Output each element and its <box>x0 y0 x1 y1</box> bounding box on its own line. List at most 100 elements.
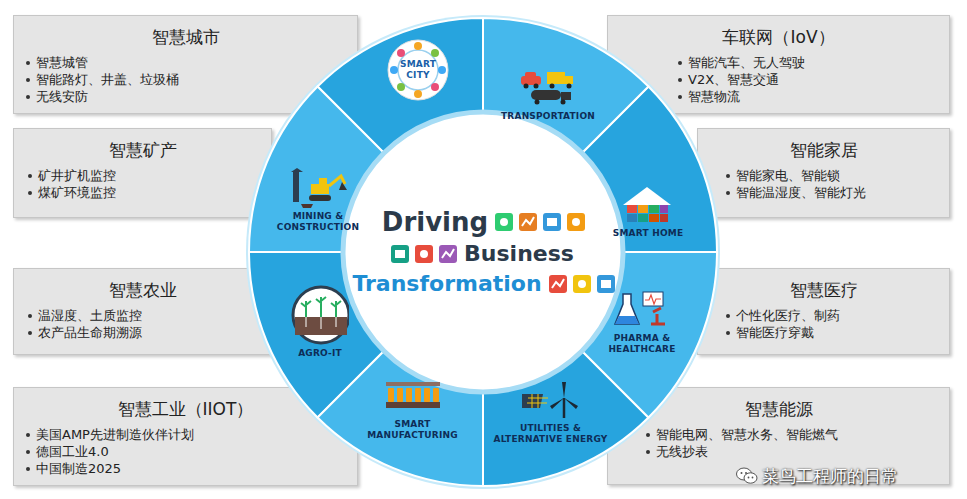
bullet-dot <box>28 191 32 195</box>
bullet-item: 智能路灯、井盖、垃圾桶 <box>24 71 357 88</box>
pharma-icon-svg <box>613 290 671 330</box>
bullet-dot <box>678 95 682 99</box>
bullet-dot <box>28 314 32 318</box>
segment-text: AGRO-IT <box>275 348 365 359</box>
bullet-item: 农产品生命期溯源 <box>26 324 271 341</box>
center-node: DrivingBusinessTransformation <box>353 203 613 301</box>
callout-box: 智慧医疗个性化医疗、制药智能医疗穿戴 <box>697 268 950 355</box>
manuf-icon <box>384 376 442 416</box>
box-heading: 智慧工业（IIOT） <box>14 388 357 420</box>
ring-segment-label: SMART HOME <box>593 185 703 239</box>
manuf-icon-svg <box>384 376 442 416</box>
box-content: 智能家居智能家电、智能锁智能温湿度、智能灯光 <box>698 129 949 201</box>
segment-text: SMART CITY <box>386 38 450 81</box>
bullet-item: 矿井扩机监控 <box>26 167 271 184</box>
bullet-item: 智慧物流 <box>676 88 949 105</box>
box-heading: 智慧医疗 <box>698 269 949 301</box>
center-icon <box>572 274 592 294</box>
transport-icon-svg <box>519 68 577 108</box>
bullet-item: 无线抄表 <box>644 443 949 460</box>
center-icon <box>438 244 458 264</box>
home-icon <box>619 185 677 225</box>
center-icon-svg <box>438 244 458 264</box>
bullet-dot <box>678 61 682 65</box>
bullet-dot <box>726 314 730 318</box>
center-icon-svg <box>542 212 562 232</box>
bullet-dot <box>28 331 32 335</box>
box-content: 车联网（IoV） 智能汽车、无人驾驶V2X、智慧交通智慧物流 <box>608 16 949 105</box>
bullet-item: 德国工业4.0 <box>24 443 357 460</box>
bullet-item: 智能家电、智能锁 <box>724 167 949 184</box>
utility-icon <box>522 380 580 420</box>
bullet-dot <box>26 78 30 82</box>
center-row: Business <box>353 241 613 267</box>
mining-icon-svg <box>289 168 347 208</box>
callout-box: 智慧工业（IIOT） 美国AMP先进制造伙伴计划德国工业4.0中国制造2025 <box>13 387 358 486</box>
ring-segment-label: UTILITIES & ALTERNATIVE ENERGY <box>488 380 613 445</box>
box-content: 智慧矿产矿井扩机监控煤矿环境监控 <box>14 129 271 201</box>
watermark: 菜鸟工程师的日常 <box>762 466 898 486</box>
bullet-item: V2X、智慧交通 <box>676 71 949 88</box>
bullet-dot <box>726 191 730 195</box>
center-word: Driving <box>382 207 488 237</box>
box-content: 智慧城市智慧城管智能路灯、井盖、垃圾桶无线安防 <box>14 16 357 105</box>
segment-text: PHARMA & HEALTHCARE <box>597 333 687 355</box>
box-content: 智慧医疗个性化医疗、制药智能医疗穿戴 <box>698 269 949 341</box>
center-icon-svg <box>414 244 434 264</box>
center-word: Transformation <box>352 271 541 297</box>
bullet-item: 智能温湿度、智能灯光 <box>724 184 949 201</box>
bullet-item: 智能电网、智慧水务、智能燃气 <box>644 426 949 443</box>
segment-text: SMART MANUFACTURING <box>365 419 460 441</box>
pharma-icon <box>613 290 671 330</box>
ring-segment-label: MINING & CONSTRUCTION <box>268 168 368 233</box>
bullet-dot <box>726 331 730 335</box>
center-icon <box>542 212 562 232</box>
bullet-item: 温湿度、土质监控 <box>26 307 271 324</box>
bullet-dot <box>646 450 650 454</box>
center-icon-svg <box>518 212 538 232</box>
center-icon <box>494 212 514 232</box>
box-heading: 智慧能源 <box>608 388 949 420</box>
bullet-item: 中国制造2025 <box>24 460 357 477</box>
bullet-dot <box>26 61 30 65</box>
ring-segment-label: PHARMA & HEALTHCARE <box>597 290 687 355</box>
transport-icon <box>519 68 577 108</box>
ring-rim <box>246 15 720 489</box>
segment-text: SMART HOME <box>593 228 703 239</box>
segment-text: TRANSPORTATION <box>488 111 608 122</box>
center-circle <box>343 112 623 392</box>
center-icon <box>518 212 538 232</box>
box-heading: 智慧矿产 <box>14 129 271 161</box>
wechat-icon-svg <box>736 467 758 485</box>
wechat-icon <box>736 467 758 489</box>
center-row: Driving <box>353 207 613 237</box>
bullet-dot <box>678 78 682 82</box>
center-word: Business <box>464 241 574 267</box>
box-content: 智慧工业（IIOT） 美国AMP先进制造伙伴计划德国工业4.0中国制造2025 <box>14 388 357 477</box>
center-icon <box>548 274 568 294</box>
box-heading: 车联网（IoV） <box>608 16 949 48</box>
ring-segment-label: SMART CITY <box>386 38 450 102</box>
center-icon <box>414 244 434 264</box>
ring-segment-label: SMART MANUFACTURING <box>365 376 460 441</box>
bullet-item: 个性化医疗、制药 <box>724 307 949 324</box>
segment-text: MINING & CONSTRUCTION <box>268 211 368 233</box>
mining-icon <box>289 168 347 208</box>
bullet-item: 智能汽车、无人驾驶 <box>676 54 949 71</box>
center-icon <box>390 244 410 264</box>
bullet-dot <box>646 433 650 437</box>
center-icon-svg <box>596 274 616 294</box>
center-icon-svg <box>494 212 514 232</box>
bullet-dot <box>26 433 30 437</box>
bullet-item: 无线安防 <box>24 88 357 105</box>
ring-segment-label: AGRO-IT <box>275 285 365 359</box>
callout-box: 智能家居智能家电、智能锁智能温湿度、智能灯光 <box>697 128 950 218</box>
box-content: 智慧农业温湿度、土质监控农产品生命期溯源 <box>14 269 271 341</box>
home-icon-svg <box>619 185 677 225</box>
bullet-item: 美国AMP先进制造伙伴计划 <box>24 426 357 443</box>
box-content: 智慧能源智能电网、智慧水务、智能燃气无线抄表 <box>608 388 949 460</box>
center-icon-svg <box>390 244 410 264</box>
center-row: Transformation <box>353 271 613 297</box>
bullet-item: 智慧城管 <box>24 54 357 71</box>
